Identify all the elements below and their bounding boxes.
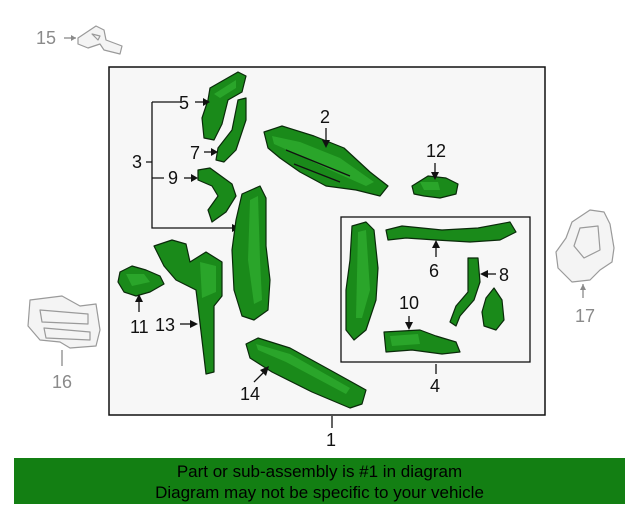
part-6-crossmember[interactable]	[385, 221, 517, 243]
part-14-lower-crossmember[interactable]	[245, 337, 367, 409]
callout-9[interactable]: 9	[168, 168, 178, 188]
callout-6[interactable]: 6	[429, 261, 439, 281]
callout-2[interactable]: 2	[320, 107, 330, 127]
part-7-bracket[interactable]	[215, 97, 247, 163]
callout-8[interactable]: 8	[499, 265, 509, 285]
callout-7[interactable]: 7	[190, 143, 200, 163]
part-3-center-pillar[interactable]	[231, 185, 271, 321]
part-15-ghost[interactable]	[77, 25, 123, 55]
part-13-support-leg[interactable]	[153, 239, 223, 375]
part-8-bracket[interactable]	[449, 257, 481, 327]
part-11-bracket[interactable]	[117, 265, 165, 297]
banner-line-1: Part or sub-assembly is #1 in diagram	[176, 462, 463, 481]
callout-3[interactable]: 3	[132, 152, 142, 172]
callout-16[interactable]: 16	[52, 372, 72, 392]
part-16-ghost[interactable]	[27, 295, 101, 349]
callout-4[interactable]: 4	[430, 376, 440, 396]
callout-17[interactable]: 17	[575, 306, 595, 326]
callout-3-bracket	[146, 101, 238, 229]
parts-diagram: 15 16 17 2 3 5 7	[27, 25, 615, 450]
part-9-bracket[interactable]	[197, 167, 237, 223]
part-12-bracket[interactable]	[411, 175, 459, 199]
part-5-bracket[interactable]	[201, 71, 247, 141]
callout-12[interactable]: 12	[426, 141, 446, 161]
callout-10[interactable]: 10	[399, 293, 419, 313]
callout-11[interactable]: 11	[130, 317, 149, 337]
part-4-gusset[interactable]	[481, 287, 505, 331]
callout-1[interactable]: 1	[326, 430, 336, 450]
banner-line-2: Diagram may not be specific to your vehi…	[155, 483, 484, 502]
callout-5[interactable]: 5	[179, 93, 189, 113]
callout-14[interactable]: 14	[240, 384, 260, 404]
part-10-bracket[interactable]	[383, 329, 461, 355]
callout-15[interactable]: 15	[36, 28, 56, 48]
part-17-ghost[interactable]	[555, 209, 615, 283]
part-4-side-panel[interactable]	[345, 221, 379, 341]
subassembly-4-frame	[340, 216, 531, 363]
info-banner: Part or sub-assembly is #1 in diagram Di…	[14, 458, 625, 504]
callout-13[interactable]: 13	[155, 315, 175, 335]
part-2-upper-support[interactable]	[263, 125, 389, 197]
